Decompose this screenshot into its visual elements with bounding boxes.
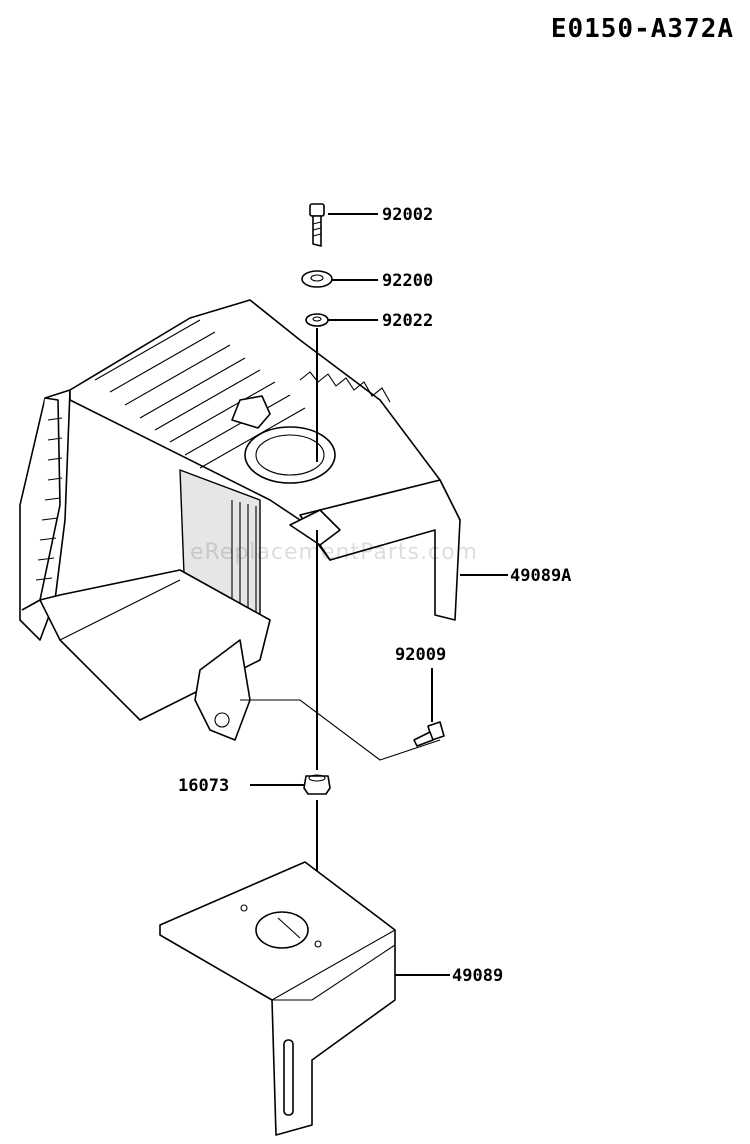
nut-16073	[303, 774, 331, 795]
cylinder-cover-drawing	[19, 299, 461, 761]
part-label-92200: 92200	[382, 271, 433, 291]
part-label-49089: 49089	[452, 966, 503, 986]
part-label-16073: 16073	[178, 776, 229, 796]
screw-92002	[309, 203, 325, 247]
part-label-49089A: 49089A	[510, 566, 571, 586]
part-label-92009: 92009	[395, 645, 446, 665]
part-label-92022: 92022	[382, 311, 433, 331]
leader-lines	[250, 213, 508, 976]
washer-92022	[305, 313, 329, 327]
part-label-92002: 92002	[382, 205, 433, 225]
watermark: eReplacementParts.com	[190, 540, 478, 565]
diagram-code: E0150-A372A	[550, 14, 734, 44]
bracket-drawing	[159, 861, 396, 1136]
washer-92200	[301, 270, 333, 288]
bolt-92009	[413, 721, 445, 747]
